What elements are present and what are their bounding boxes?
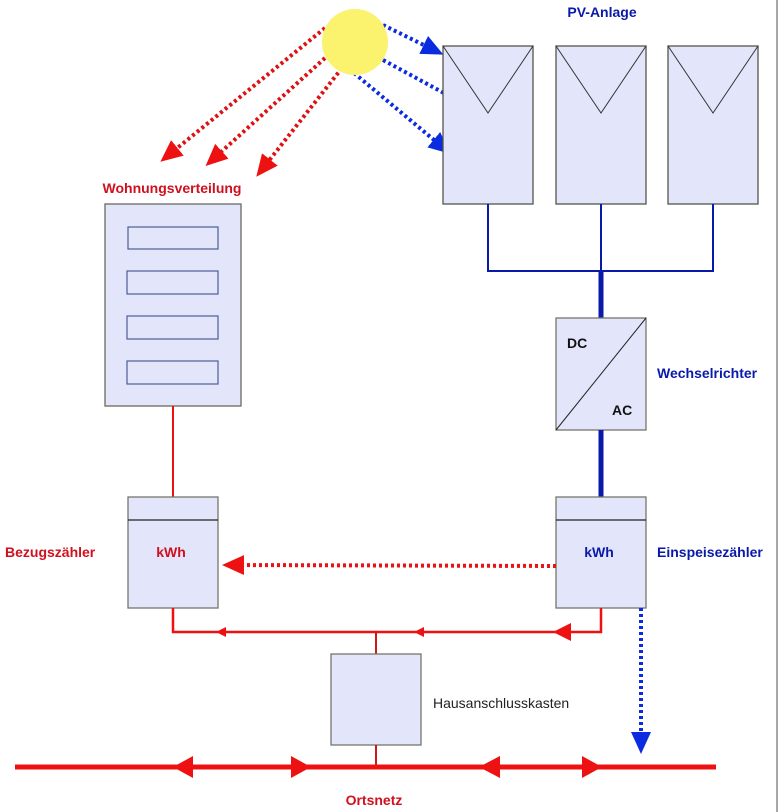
ray-red-1 (160, 26, 327, 162)
bus-arrow-3 (553, 623, 571, 641)
einspeisezaehler-label: Einspeisezähler (657, 544, 763, 560)
self-consumption-flow (222, 555, 557, 576)
sun-icon (322, 9, 388, 75)
ray-red-3 (256, 66, 344, 177)
bus-arrow-1 (216, 627, 226, 637)
distribution-board (104, 203, 242, 407)
pv-panel-1-symbol (442, 45, 534, 114)
bezugszaehler-label: Bezugszähler (5, 544, 96, 560)
ray-blue-3 (352, 71, 451, 154)
hausanschlusskasten-label: Hausanschlusskasten (433, 695, 569, 711)
sun-rays-red (160, 26, 344, 177)
house-connection-box (330, 653, 422, 746)
breaker-1 (127, 226, 219, 250)
grid-arrow-left-2 (479, 756, 500, 778)
feed-in-meter-kwh: kWh (584, 544, 614, 560)
ray-blue-1 (382, 23, 444, 55)
grid-line (15, 756, 716, 778)
pv-panel-2-symbol (555, 45, 647, 114)
pv-panel-2 (555, 45, 647, 205)
grid-arrow-right-1 (291, 756, 311, 778)
breaker-4 (126, 360, 219, 385)
wechselrichter-label: Wechselrichter (657, 365, 758, 381)
breaker-3 (126, 315, 219, 340)
inverter-dc-label: DC (567, 335, 587, 351)
dc-wiring (487, 204, 714, 318)
ortsnetz-label: Ortsnetz (346, 792, 403, 808)
grid-arrow-right-2 (582, 756, 602, 778)
meter-bus (171, 608, 603, 654)
breaker-2 (126, 270, 219, 295)
wohnungsverteilung-label: Wohnungsverteilung (103, 180, 242, 196)
consumption-meter: kWh (127, 496, 219, 609)
inverter-ac-label: AC (612, 402, 632, 418)
feed-in-meter: kWh (555, 496, 647, 609)
ray-red-2 (205, 56, 327, 167)
pv-panel-3-symbol (667, 45, 759, 114)
pv-panel-3 (667, 45, 759, 205)
pv-anlage-label: PV-Anlage (567, 4, 636, 20)
pv-panel-1 (442, 45, 534, 205)
inverter: DC AC (555, 317, 647, 431)
grid-arrow-left-1 (173, 756, 193, 778)
bus-arrow-2 (414, 627, 424, 637)
consumption-meter-kwh: kWh (156, 544, 186, 560)
